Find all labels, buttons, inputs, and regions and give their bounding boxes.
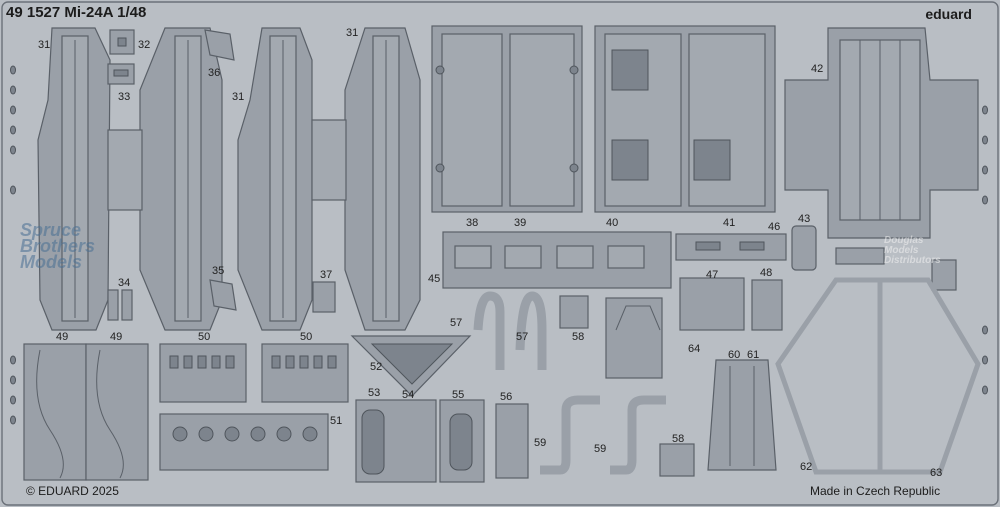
label-40: 40 (606, 217, 618, 229)
part-43 (791, 225, 817, 271)
part-40-panel (594, 25, 776, 213)
label-36: 36 (208, 67, 220, 79)
watermark-right-line-2: Models (884, 245, 919, 256)
part-43c (931, 259, 957, 291)
part-48 (751, 279, 783, 331)
label-43: 43 (798, 213, 810, 225)
label-31-a: 31 (38, 39, 50, 51)
part-49-b (85, 343, 149, 481)
part-38-39-panel (431, 25, 583, 213)
part-42-panel (784, 27, 979, 239)
part-43b (835, 247, 885, 265)
part-45-strip (442, 231, 672, 289)
label-51: 51 (330, 415, 342, 427)
label-59-b: 59 (594, 443, 606, 455)
label-56: 56 (500, 391, 512, 403)
origin-text: Made in Czech Republic (810, 484, 941, 498)
watermark-left: Spruce Brothers Models (20, 220, 96, 272)
label-55: 55 (452, 389, 464, 401)
label-52: 52 (370, 361, 382, 373)
label-59-a: 59 (534, 437, 546, 449)
part-49-a (23, 343, 87, 481)
edge-tabs-left (10, 65, 16, 425)
edge-tabs-right (982, 105, 988, 395)
label-42: 42 (811, 63, 823, 75)
label-38: 38 (466, 217, 478, 229)
watermark-right-line-1: Douglas (884, 235, 924, 246)
brand-logo: eduard (925, 6, 972, 22)
label-54: 54 (402, 389, 414, 401)
part-59-a (540, 395, 600, 475)
label-58-b: 58 (672, 433, 684, 445)
label-57-b: 57 (516, 331, 528, 343)
part-31-bridge-1 (107, 129, 143, 211)
part-50-b (261, 343, 349, 403)
label-31-c: 31 (232, 91, 244, 103)
part-31-bridge-2 (311, 119, 347, 201)
part-37 (312, 281, 336, 313)
label-48: 48 (760, 267, 772, 279)
watermark-right-line-3: Distributors (884, 255, 941, 266)
part-57-b (515, 291, 547, 370)
part-47 (679, 277, 745, 331)
label-49-b: 49 (110, 331, 122, 343)
part-62-63 (775, 277, 981, 475)
label-61: 61 (747, 349, 759, 361)
label-37: 37 (320, 269, 332, 281)
part-56 (495, 403, 529, 479)
label-60: 60 (728, 349, 740, 361)
label-32: 32 (138, 39, 150, 51)
sheet-title: 49 1527 Mi-24A 1/48 (6, 4, 147, 21)
label-57-a: 57 (450, 317, 462, 329)
part-41-46 (675, 233, 787, 261)
part-58-bottom (659, 443, 695, 477)
part-50-a (159, 343, 247, 403)
part-31-panel-4 (344, 27, 421, 331)
part-57-a (473, 291, 505, 370)
part-58-top (559, 295, 589, 329)
part-31-panel-1 (37, 27, 111, 331)
watermark-left-line-1: Spruce (20, 220, 82, 240)
part-64 (605, 297, 663, 379)
label-50-a: 50 (198, 331, 210, 343)
label-58-a: 58 (572, 331, 584, 343)
label-62: 62 (800, 461, 812, 473)
watermark-left-line-2: Brothers (20, 236, 96, 256)
part-35 (209, 279, 237, 311)
label-35: 35 (212, 265, 224, 277)
part-60-61 (707, 359, 777, 471)
label-49-a: 49 (56, 331, 68, 343)
label-46: 46 (768, 221, 780, 233)
label-34: 34 (118, 277, 130, 289)
label-47: 47 (706, 269, 718, 281)
watermark-left-line-3: Models (20, 252, 83, 272)
label-53: 53 (368, 387, 380, 399)
label-33: 33 (118, 91, 130, 103)
part-number-labels: 31 32 33 31 36 31 35 34 37 38 39 40 41 4… (38, 27, 942, 479)
label-63: 63 (930, 467, 942, 479)
label-45: 45 (428, 273, 440, 285)
part-59-b (610, 395, 666, 475)
label-64: 64 (688, 343, 700, 355)
part-36 (204, 29, 235, 61)
label-39: 39 (514, 217, 526, 229)
watermark-right: Douglas Models Distributors (884, 236, 941, 266)
label-41: 41 (723, 217, 735, 229)
label-50-b: 50 (300, 331, 312, 343)
part-31-panel-3 (237, 27, 313, 331)
copyright-text: © EDUARD 2025 (26, 484, 119, 498)
part-34 (107, 289, 133, 321)
label-31-b: 31 (346, 27, 358, 39)
part-51 (159, 413, 329, 471)
